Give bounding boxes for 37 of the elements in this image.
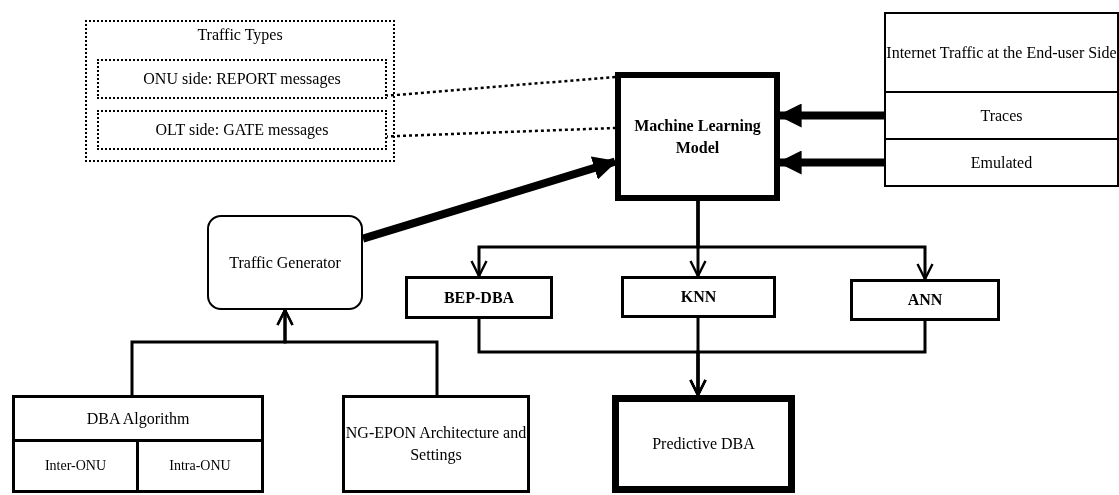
- table-cell: [12, 439, 139, 493]
- table-cell: [884, 91, 1119, 140]
- node-label: Intra-ONU: [169, 456, 231, 475]
- connector-arrow: [696, 201, 934, 281]
- node-label: Traffic Generator: [229, 252, 341, 273]
- node-label: BEP-DBA: [443, 287, 515, 308]
- connector-arrow: [777, 150, 884, 175]
- process-box: [97, 59, 387, 99]
- connector-arrow: [689, 321, 927, 397]
- connector-arrow: [276, 308, 439, 395]
- process-box: [850, 279, 1000, 321]
- table-cell: [136, 439, 264, 493]
- node-label: KNN: [680, 287, 717, 308]
- table-cell: [12, 395, 264, 442]
- table-cell: [884, 138, 1119, 187]
- node-label: DBA Algorithm: [86, 408, 190, 430]
- node-label: NG-EPON Architecture and Settings: [345, 423, 527, 466]
- node-label: Inter-ONU: [44, 456, 107, 475]
- node-label: Traces: [980, 105, 1023, 126]
- node-label: Emulated: [970, 152, 1033, 173]
- node-label: ANN: [907, 290, 943, 311]
- process-box: [405, 276, 553, 319]
- table-cell: [884, 12, 1119, 93]
- group-title: Traffic Types: [197, 25, 283, 46]
- node-label: Machine Learning Model: [633, 115, 762, 158]
- connector-arrow: [777, 103, 884, 128]
- node-label: OLT side: GATE messages: [155, 120, 329, 141]
- node-label: Internet Traffic at the End-user Side: [886, 42, 1117, 63]
- process-box: [612, 395, 795, 493]
- process-box: [621, 276, 776, 318]
- node-label: Predictive DBA: [652, 434, 755, 455]
- process-box: [615, 72, 780, 201]
- node-label: ONU side: REPORT messages: [143, 69, 341, 90]
- process-box: [342, 395, 530, 493]
- process-box: [97, 110, 387, 150]
- group-box: [85, 20, 395, 162]
- process-box: [207, 215, 363, 310]
